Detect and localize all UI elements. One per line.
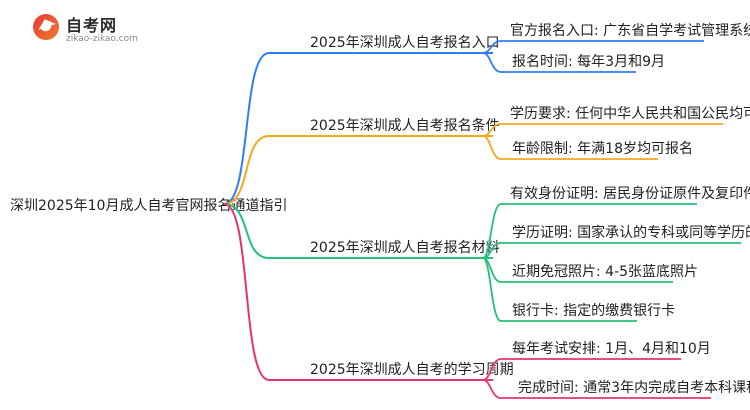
leaf-label: 近期免冠照片: 4-5张蓝底照片 [512, 264, 698, 280]
branch-label: 2025年深圳成人自考的学习周期 [310, 362, 514, 378]
logo: 自考网 zikao-zikao.com [33, 12, 143, 52]
logo-title: 自考网 [66, 16, 118, 35]
leaf-label: 学历证明: 国家承认的专科或同等学历的毕业证书 [512, 224, 750, 241]
branch-connector [223, 135, 270, 205]
graduation-cap-icon [33, 14, 59, 40]
leaf-label: 学历要求: 任何中华人民共和国公民均可报名 [510, 106, 750, 122]
branch-label: 2025年深圳成人自考报名入口 [310, 35, 500, 51]
leaf-label: 完成时间: 通常3年内完成自考本科课程 [518, 380, 750, 396]
leaf-connector [482, 379, 502, 399]
branch-label: 2025年深圳成人自考报名条件 [310, 117, 500, 134]
leaf-label: 报名时间: 每年3月和9月 [512, 54, 665, 70]
branch-label: 2025年深圳成人自考报名材料 [310, 240, 500, 256]
root-node: 深圳2025年10月成人自考官网报名通道指引 [10, 198, 287, 214]
leaf-label: 有效身份证明: 居民身份证原件及复印件 [510, 185, 750, 202]
leaf-connector [482, 203, 502, 259]
leaf-label: 银行卡: 指定的缴费银行卡 [512, 303, 675, 319]
branch-connector [223, 203, 270, 381]
leaf-connector [482, 52, 502, 73]
logo-url: zikao-zikao.com [66, 34, 138, 44]
leaf-label: 每年考试安排: 1月、4月和10月 [512, 341, 711, 357]
branch-connector [223, 203, 270, 259]
leaf-label: 年龄限制: 年满18岁均可报名 [512, 141, 693, 157]
leaf-label: 官方报名入口: 广东省自学考试管理系统 [510, 23, 750, 39]
leaf-connector [482, 257, 502, 322]
leaf-connector [482, 135, 502, 160]
branch-connector [223, 52, 270, 205]
